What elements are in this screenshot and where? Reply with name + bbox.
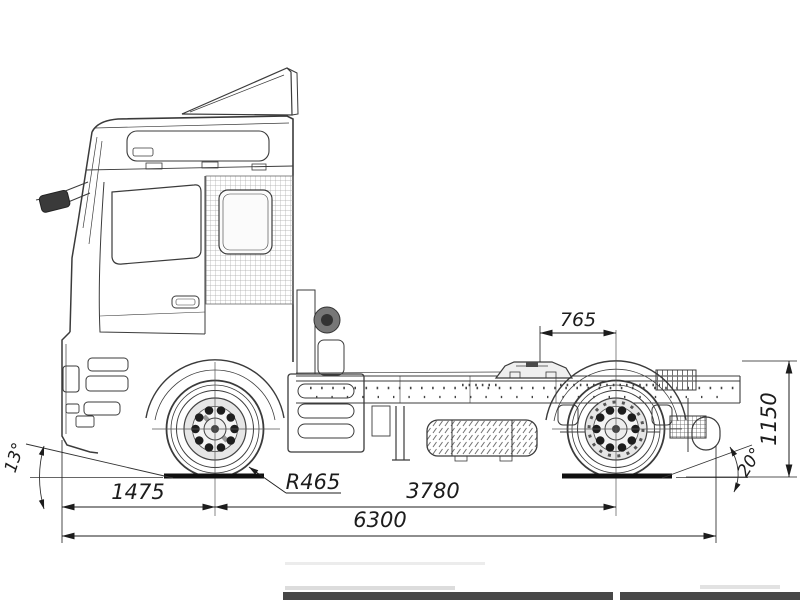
rear-side-window — [218, 189, 273, 255]
dim-label-r465: R465 — [286, 470, 341, 494]
fuel-tank-body — [426, 419, 538, 457]
mirror-housing — [38, 189, 71, 213]
approach-angle-label: 13° — [1, 440, 29, 475]
a-pillar-lines — [82, 136, 103, 245]
watermark-bar-left — [283, 592, 613, 600]
vertical-mast — [392, 406, 410, 461]
dim-label-3780: 3780 — [406, 479, 459, 503]
front-bumper — [61, 331, 99, 454]
box-slot-1 — [297, 383, 355, 399]
dim-front-overhang: 1475 — [61, 480, 216, 511]
roof-latch-1 — [145, 162, 163, 170]
headlight — [62, 365, 80, 393]
rear-overhang — [655, 369, 721, 452]
fog-light — [65, 403, 80, 414]
truck-side-view — [35, 67, 741, 516]
watermark-smudge-2 — [285, 586, 455, 590]
dim-wheelbase: 3780 — [214, 479, 617, 511]
side-mirror — [35, 181, 91, 213]
watermark-smudge-1 — [285, 562, 485, 565]
rear-wheel — [552, 330, 682, 516]
valve-block — [371, 405, 391, 437]
dim-label-1475: 1475 — [111, 480, 164, 504]
door-handle-inner — [175, 298, 196, 306]
dim-label-6300: 6300 — [353, 508, 406, 532]
battery-box — [287, 373, 365, 453]
dim-fifth-wheel-lead: 765 — [539, 309, 617, 337]
cab-roof-outline — [91, 115, 294, 362]
approach-angle-line — [25, 443, 174, 479]
roof-latch-2 — [201, 161, 219, 169]
kingpin-jaw — [526, 362, 538, 367]
dim-label-1150: 1150 — [757, 392, 781, 445]
spoiler-seam — [189, 74, 285, 113]
fuel-tank — [426, 419, 538, 462]
saddle-mount-1 — [509, 371, 521, 379]
cab-steps — [83, 357, 129, 416]
catwalk-deck-line — [295, 371, 501, 374]
door-window — [111, 184, 202, 265]
lower-cab-seam — [99, 311, 206, 317]
spoiler-end-plate — [286, 67, 299, 116]
cab-front-edge — [69, 131, 93, 333]
step-upper — [87, 357, 129, 372]
door-handle — [171, 295, 200, 309]
dim-wheel-radius: R465 — [248, 466, 341, 494]
dim-overall-length: 6300 — [61, 508, 717, 540]
air-cleaner-hub — [321, 314, 333, 326]
front-wheel — [152, 362, 280, 516]
dimensions: 765 1150 1475 3780 6300 R465 — [61, 309, 797, 543]
box-slot-2 — [297, 403, 355, 419]
cab-badge — [132, 147, 154, 157]
bottom-watermark-strip — [283, 562, 800, 600]
fifth-wheel-coupling — [494, 361, 574, 379]
step-middle — [85, 375, 129, 392]
approach-angle-arc — [38, 445, 45, 510]
watermark-smudge-3 — [700, 585, 780, 589]
departure-angle-annotation: 20° — [661, 444, 767, 493]
dim-saddle-height: 1150 — [757, 360, 793, 478]
saddle-mount-2 — [545, 371, 557, 379]
battery-box-body — [287, 373, 365, 453]
front-fender-outer-arc — [145, 359, 285, 419]
tank-foot-1 — [454, 455, 468, 462]
cab-door — [98, 176, 206, 335]
rear-axle-centerlines — [552, 330, 682, 516]
front-contact-bar — [164, 473, 264, 479]
departure-angle-arc — [729, 446, 741, 493]
front-axle-centerlines — [152, 362, 280, 516]
cab — [35, 67, 299, 454]
tank-foot-2 — [499, 455, 513, 462]
behind-cab-equipment — [295, 289, 501, 376]
dim-label-765: 765 — [560, 309, 596, 331]
rear-contact-bar — [562, 473, 672, 479]
roof-seam — [94, 122, 290, 129]
bumper-step — [75, 415, 95, 428]
door-outline — [98, 181, 206, 335]
crossmember-lines — [399, 376, 557, 403]
rear-rib-box — [655, 369, 697, 391]
bumper-outline — [61, 331, 99, 454]
air-intake-duct — [296, 289, 316, 375]
fifth-wheel-plate — [494, 361, 574, 379]
rear-side-window-inner — [222, 193, 269, 251]
cab-rear-panel — [205, 175, 294, 305]
step-lower — [83, 401, 121, 416]
box-slot-3 — [297, 423, 355, 439]
roof-latch-3 — [251, 163, 267, 171]
exhaust-canister — [317, 339, 345, 376]
sleeper-window — [126, 130, 270, 162]
mid-chassis-equipment — [371, 405, 410, 461]
front-lug-nuts — [191, 406, 239, 452]
belt-seam — [85, 165, 294, 171]
radius-leader-line — [248, 466, 287, 494]
tank-straps — [451, 420, 513, 456]
spoiler-wedge — [181, 67, 293, 116]
rear-air-tank — [691, 416, 721, 451]
watermark-bar-right — [620, 592, 800, 600]
roof-spoiler — [181, 67, 299, 116]
